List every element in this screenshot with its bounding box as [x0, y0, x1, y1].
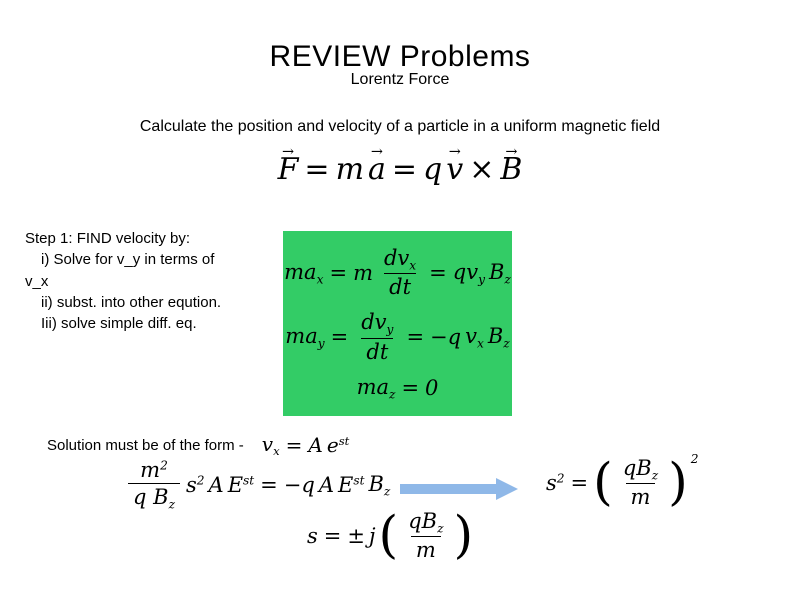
cross-product-sign: ×: [469, 152, 495, 187]
vector-arrow-icon: →: [448, 143, 461, 160]
fraction-numerator: dvy: [361, 310, 394, 337]
term-Bz: Bz: [488, 259, 511, 286]
fraction-qBz-m: qBz m: [403, 509, 448, 562]
term-est: est: [326, 433, 350, 458]
vector-arrow-icon: →: [370, 143, 383, 160]
left-parenthesis: (: [593, 452, 613, 512]
term-qvy: qvy: [452, 259, 485, 286]
arrow-head: [496, 478, 518, 500]
fraction-dvy-dt: dvy dt: [356, 310, 398, 363]
right-arrow-icon: [400, 478, 518, 500]
symbol-a: a: [368, 152, 386, 187]
symbol-B: B: [500, 152, 523, 187]
step1-line: ii) subst. into other eqution.: [41, 293, 222, 311]
step1-instructions: Step 1: FIND velocity by: i) Solve for v…: [25, 228, 287, 334]
equals-sign: =: [401, 375, 420, 400]
equals-sign: =: [304, 152, 330, 187]
equation-ma-y: may = dvy dt = −q vx Bz: [285, 310, 509, 363]
term-j: j: [369, 523, 376, 548]
symbol-m: m: [335, 152, 365, 187]
fraction-denominator: dt: [361, 337, 394, 364]
term-zero: 0: [425, 375, 439, 400]
fraction-denominator: q Bz: [128, 483, 180, 511]
right-parenthesis: ): [668, 452, 688, 512]
fraction-qBz-m: qBz m: [618, 456, 663, 509]
term-max: max: [284, 259, 324, 286]
solution-label: Solution must be of the form -: [47, 436, 244, 454]
term-s2: s2: [546, 470, 565, 495]
fraction-m2-qBz: m2 q Bz: [128, 458, 180, 511]
solution-form-row: Solution must be of the form - vx = A es…: [47, 432, 349, 458]
problem-statement: Calculate the position and velocity of a…: [139, 118, 661, 135]
step1-line: Iii) solve simple diff. eq.: [41, 315, 197, 333]
slide-title: REVIEW Problems: [269, 40, 531, 73]
term-vx: vx: [261, 432, 280, 459]
vector-arrow-icon: →: [281, 143, 295, 160]
term-Bz: Bz: [368, 471, 391, 498]
step1-line: v_x: [25, 272, 49, 290]
term-vx: vx: [465, 323, 484, 351]
term-A: A: [318, 472, 334, 497]
equals-sign: =: [406, 325, 425, 350]
fraction-dvx-dt: dvx dt: [379, 246, 421, 299]
fraction-denominator: dt: [384, 273, 417, 299]
equations-panel: max = m dvx dt = qvy Bz may = dvy dt = −…: [283, 231, 512, 416]
equals-sign: =: [260, 472, 278, 497]
left-parenthesis: (: [378, 505, 399, 565]
fraction-numerator: m2: [140, 458, 168, 482]
term-maz: maz: [356, 374, 396, 402]
vector-v: v→: [446, 144, 464, 187]
term-negq: −q: [283, 472, 315, 497]
term-m: m: [353, 260, 373, 285]
lorentz-force-equation: F→ = m a→ = q v→ × B→: [0, 144, 800, 187]
equals-sign: =: [429, 260, 447, 285]
equals-sign: =: [570, 470, 589, 495]
equals-sign: =: [323, 523, 342, 548]
term-may: may: [285, 323, 325, 351]
term-A: A: [208, 472, 224, 497]
symbol-q: q: [423, 152, 443, 187]
equals-sign: =: [391, 152, 418, 187]
fraction-denominator: m: [410, 536, 441, 562]
fraction-numerator: dvx: [383, 245, 417, 273]
vector-arrow-icon: →: [505, 143, 518, 160]
equals-sign: =: [285, 433, 303, 458]
symbol-v: v: [446, 152, 464, 187]
vector-B: B→: [500, 144, 523, 187]
term-A: A: [308, 433, 323, 458]
term-Bz: Bz: [487, 323, 510, 351]
equation-ma-z: maz = 0: [357, 375, 439, 401]
equation-s-squared: s2 = ( qBz m ) 2: [546, 452, 699, 512]
step1-line: Step 1: FIND velocity by:: [25, 230, 191, 247]
arrow-shaft: [400, 484, 496, 494]
term-Est: Est: [338, 472, 365, 497]
equation-ma-x: max = m dvx dt = qvy Bz: [284, 246, 511, 299]
vector-a: a→: [368, 144, 386, 187]
plus-minus-sign: ±: [347, 523, 365, 548]
slide-subtitle: Lorentz Force: [350, 71, 450, 88]
fraction-denominator: m: [625, 483, 656, 509]
equals-sign: =: [330, 325, 349, 350]
fraction-numerator: qBz: [408, 509, 444, 536]
term-s2: s2: [185, 472, 205, 497]
term-Est: Est: [227, 472, 255, 497]
term-s: s: [307, 523, 318, 548]
vector-F: F→: [277, 144, 299, 187]
symbol-F: F: [277, 152, 299, 187]
exponent-2: 2: [690, 452, 699, 466]
term-negq: −q: [430, 325, 462, 350]
equation-s-roots: s = ± j ( qBz m ): [307, 505, 474, 565]
equation-vx-trial-solution: vx = A est: [262, 432, 350, 458]
step1-line: i) Solve for v_y in terms of: [41, 251, 215, 269]
equation-characteristic: m2 q Bz s2 A Est = −q A Est Bz: [126, 458, 390, 511]
right-parenthesis: ): [453, 505, 474, 565]
fraction-numerator: qBz: [622, 456, 659, 483]
equals-sign: =: [329, 260, 348, 285]
